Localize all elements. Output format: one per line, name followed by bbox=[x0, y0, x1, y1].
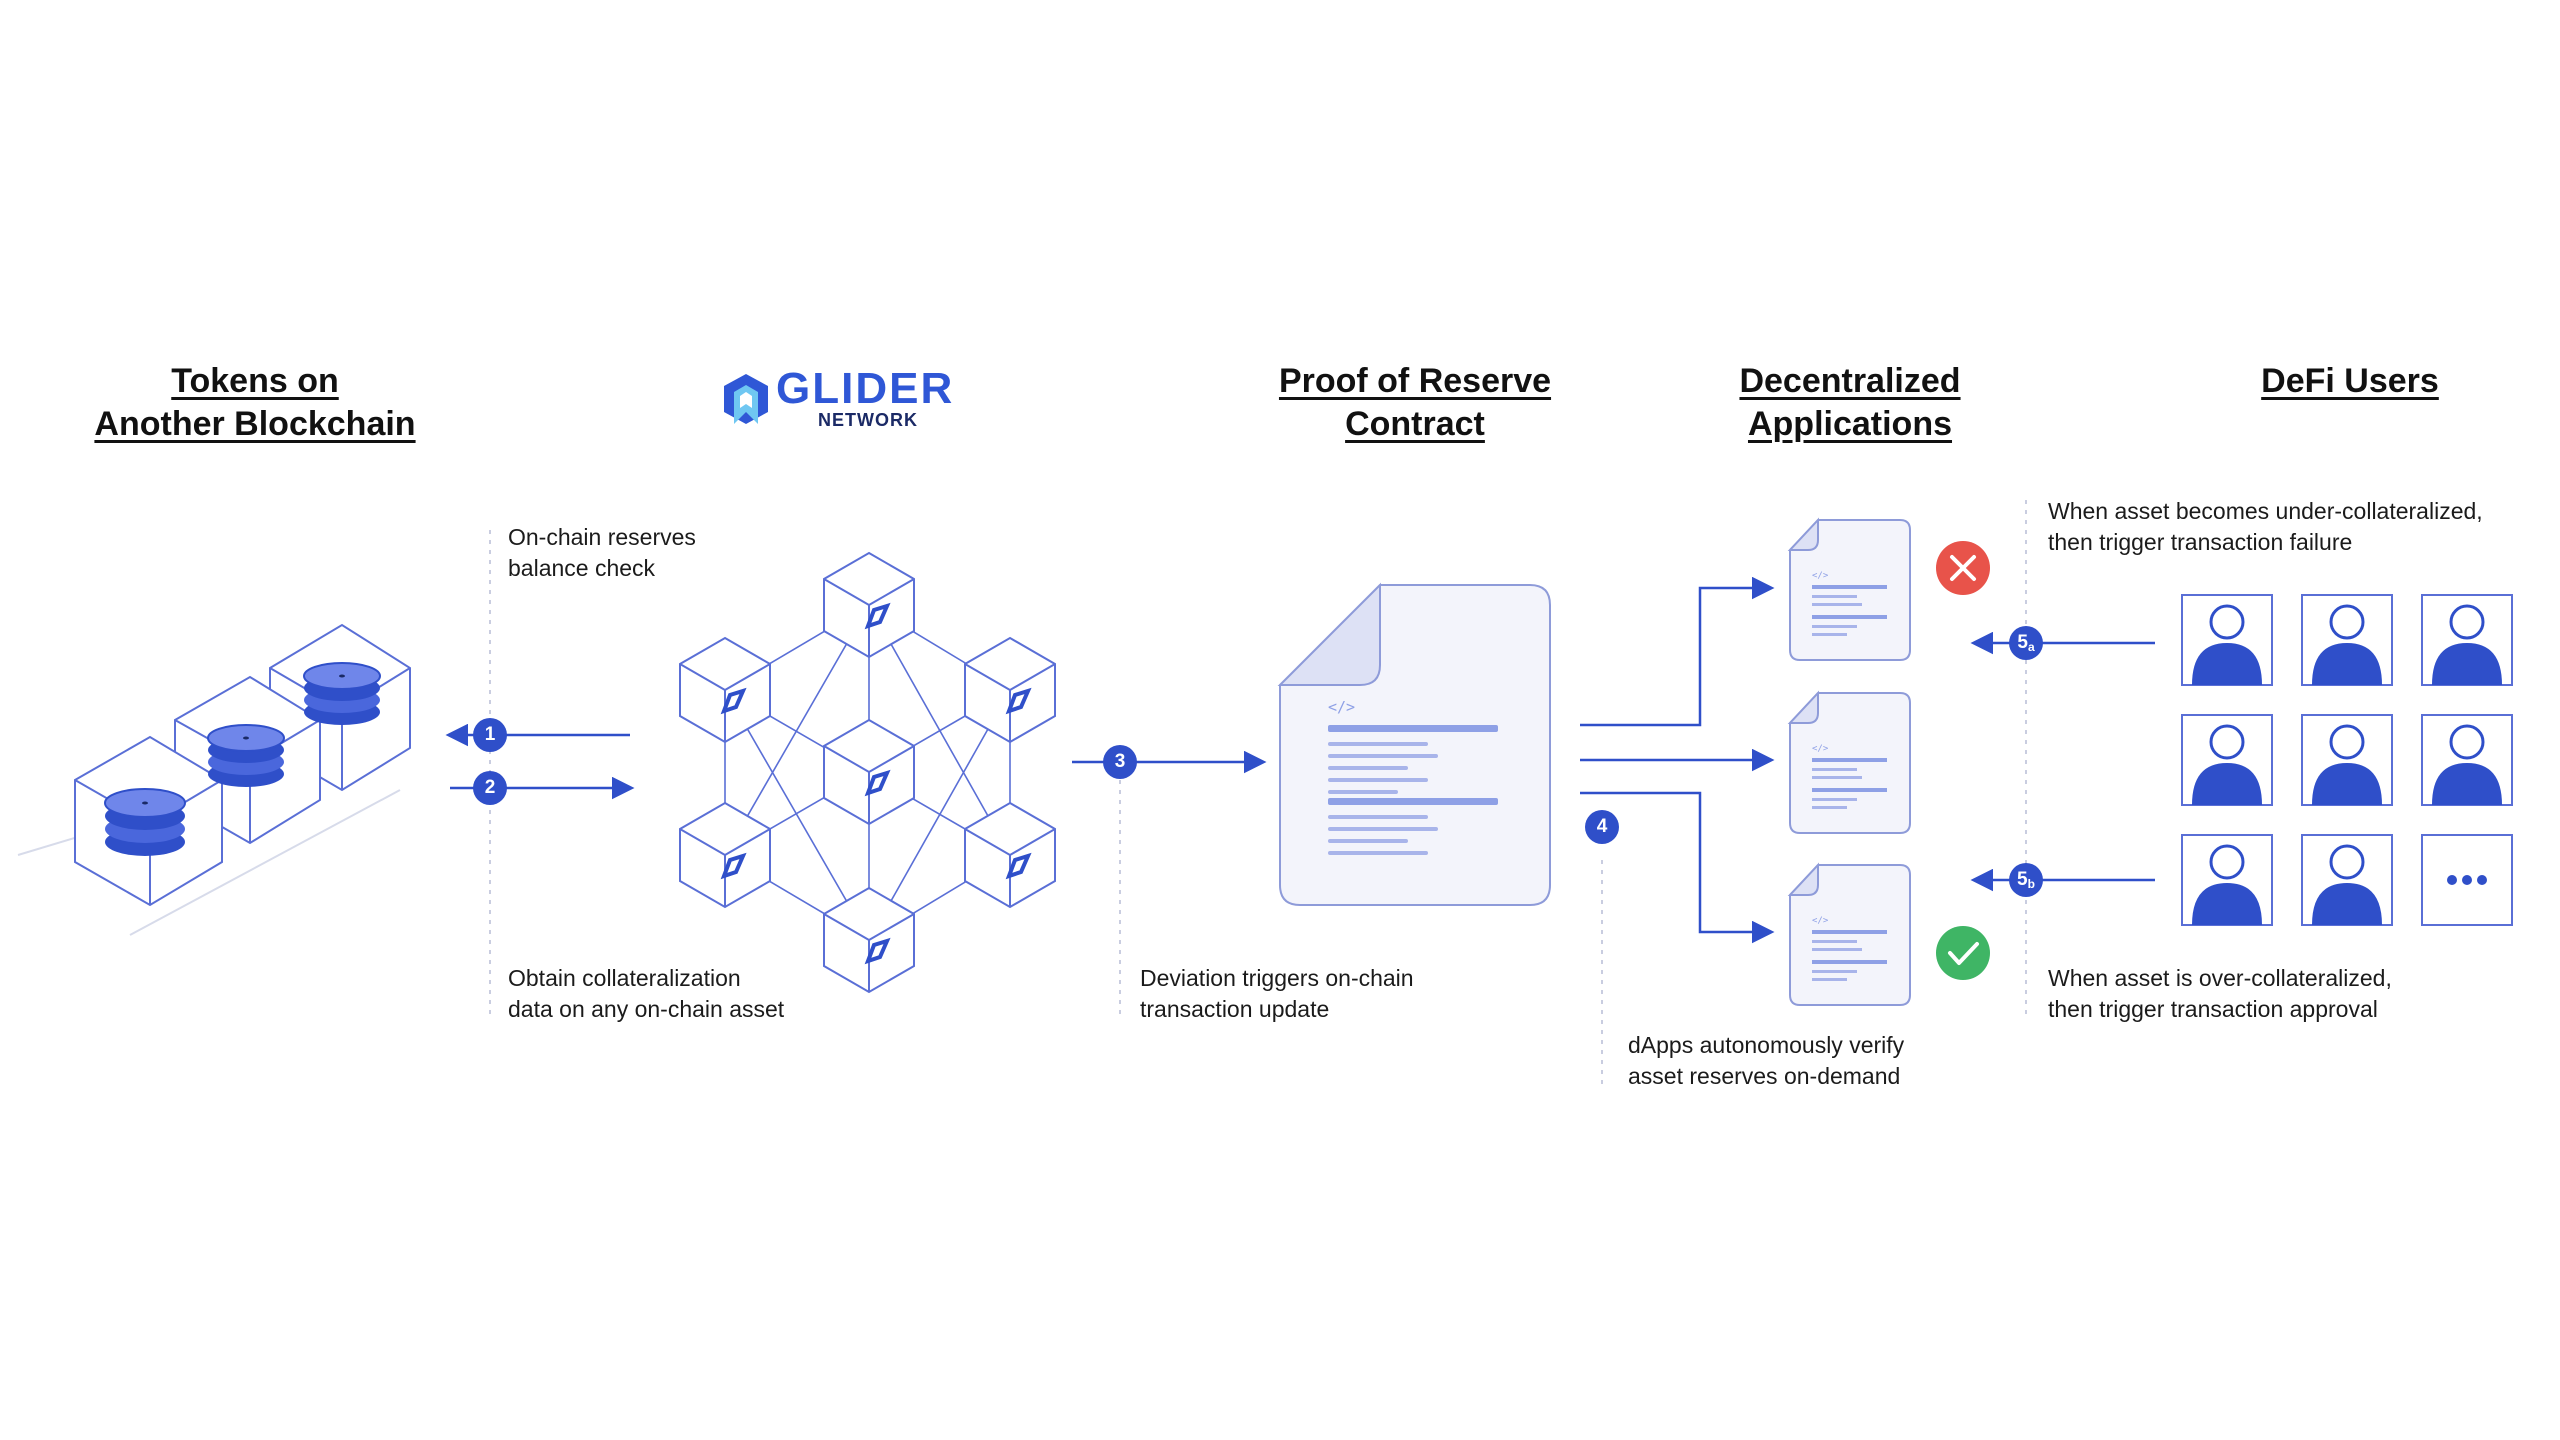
contract-code-tag: </> bbox=[1328, 698, 1355, 716]
user-avatar bbox=[2301, 834, 2393, 926]
node-top bbox=[823, 551, 915, 659]
node-lower-left bbox=[679, 801, 771, 909]
logo-main-text: GLIDER bbox=[776, 364, 955, 413]
step-badge-2: 2 bbox=[473, 771, 507, 805]
coin-stack-back bbox=[303, 662, 381, 725]
heading-users: DeFi Users bbox=[2150, 360, 2550, 403]
step-badge-5b-sub: b bbox=[2027, 877, 2035, 891]
logo-sub-text: NETWORK bbox=[818, 410, 918, 430]
user-avatar bbox=[2301, 594, 2393, 686]
heading-dapps-line1: Decentralized bbox=[1739, 362, 1961, 400]
note-step4: dApps autonomously verify asset reserves… bbox=[1628, 1030, 1904, 1092]
user-avatar bbox=[2181, 834, 2273, 926]
dapp-fanout-arrows bbox=[1580, 576, 1775, 944]
user-avatar bbox=[2421, 594, 2513, 686]
note-step3: Deviation triggers on-chain transaction … bbox=[1140, 963, 1414, 1025]
node-bottom bbox=[823, 886, 915, 994]
coin-stack-front bbox=[104, 788, 186, 856]
note-step4-line2: asset reserves on-demand bbox=[1628, 1063, 1901, 1089]
contract-document: </> bbox=[1277, 582, 1551, 906]
note-step3-line2: transaction update bbox=[1140, 996, 1330, 1022]
user-avatar bbox=[2421, 714, 2513, 806]
node-upper-right bbox=[964, 636, 1056, 744]
dashed-separators bbox=[489, 500, 2027, 1090]
token-boxes-group bbox=[17, 623, 411, 936]
check-mark-icon bbox=[1936, 926, 1990, 980]
note-step4-line1: dApps autonomously verify bbox=[1628, 1032, 1905, 1058]
step-badge-3: 3 bbox=[1103, 745, 1137, 779]
note-step5a-line1: When asset becomes under-collateralized, bbox=[2048, 498, 2483, 524]
coin-stack-middle bbox=[207, 724, 285, 787]
note-step2-line2: data on any on-chain asset bbox=[508, 996, 785, 1022]
note-step2-line1: Obtain collateralization bbox=[508, 965, 741, 991]
heading-proof-line2: Contract bbox=[1345, 405, 1485, 443]
user-avatar bbox=[2181, 594, 2273, 686]
dapp-document-bottom: </> bbox=[1787, 862, 1911, 1006]
step-badge-4: 4 bbox=[1585, 810, 1619, 844]
dapp-bottom-code-tag: </> bbox=[1812, 916, 1829, 926]
note-step5b: When asset is over-collateralized, then … bbox=[2048, 963, 2392, 1025]
note-step5b-line1: When asset is over-collateralized, bbox=[2048, 965, 2392, 991]
heading-tokens: Tokens on Another Blockchain bbox=[60, 360, 450, 446]
heading-tokens-line2: Another Blockchain bbox=[94, 405, 416, 443]
heading-proof: Proof of Reserve Contract bbox=[1210, 360, 1620, 446]
note-step1-line2: balance check bbox=[508, 555, 656, 581]
heading-tokens-line1: Tokens on bbox=[171, 362, 339, 400]
note-step5b-line2: then trigger transaction approval bbox=[2048, 996, 2378, 1022]
user-avatar bbox=[2301, 714, 2393, 806]
note-step5a: When asset becomes under-collateralized,… bbox=[2048, 496, 2483, 558]
oracle-nodes bbox=[679, 551, 1056, 994]
note-step2: Obtain collateralization data on any on-… bbox=[508, 963, 784, 1025]
note-step5a-line2: then trigger transaction failure bbox=[2048, 529, 2353, 555]
step-badge-5a-num: 5 bbox=[2017, 632, 2028, 653]
note-step1: On-chain reserves balance check bbox=[508, 522, 696, 584]
node-upper-left bbox=[679, 636, 771, 744]
step-badge-5a-sub: a bbox=[2027, 640, 2035, 654]
heading-users-line1: DeFi Users bbox=[2261, 362, 2439, 400]
dapp-middle-code-tag: </> bbox=[1812, 744, 1829, 754]
note-step1-line1: On-chain reserves bbox=[508, 524, 696, 550]
dapp-document-top: </> bbox=[1787, 517, 1911, 661]
step-badge-5b-num: 5 bbox=[2017, 869, 2028, 890]
glider-logo-icon bbox=[724, 374, 768, 424]
dapp-top-code-tag: </> bbox=[1812, 571, 1829, 581]
step-badge-1: 1 bbox=[473, 718, 507, 752]
heading-proof-line1: Proof of Reserve bbox=[1278, 362, 1552, 400]
heading-dapps: Decentralized Applications bbox=[1650, 360, 2050, 446]
note-step3-line1: Deviation triggers on-chain bbox=[1140, 965, 1414, 991]
ellipsis-icon bbox=[2421, 834, 2513, 926]
dapp-document-middle: </> bbox=[1787, 690, 1911, 834]
heading-dapps-line2: Applications bbox=[1747, 405, 1953, 443]
user-avatar bbox=[2181, 714, 2273, 806]
node-center bbox=[823, 718, 915, 826]
defi-users-grid bbox=[2181, 594, 2513, 926]
node-lower-right bbox=[964, 801, 1056, 909]
x-mark-icon bbox=[1936, 541, 1990, 595]
